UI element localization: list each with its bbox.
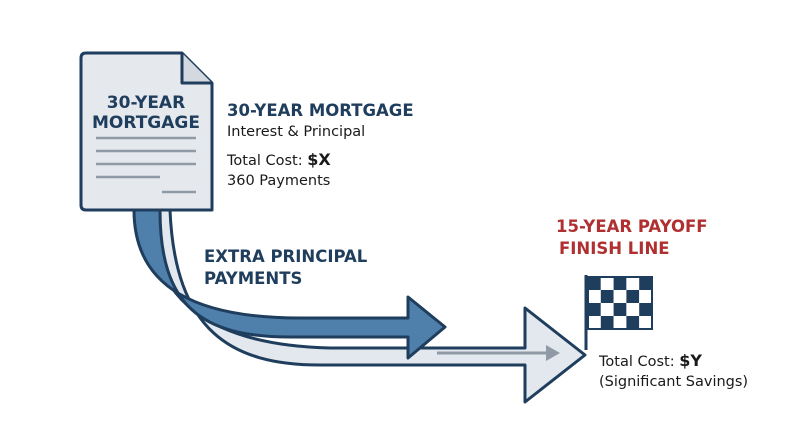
fifteen-year-cost-label: Total Cost: — [599, 354, 680, 370]
fifteen-year-line1: 15-YEAR PAYOFF — [556, 217, 708, 236]
extra-payments-label: EXTRA PRINCIPAL PAYMENTS — [204, 246, 367, 290]
flag-square — [639, 290, 652, 303]
flag-square — [600, 303, 614, 316]
flag-square — [600, 277, 614, 290]
document-title: 30-YEAR MORTGAGE — [86, 93, 206, 133]
fifteen-year-label: 15-YEAR PAYOFF FINISH LINE — [556, 216, 708, 260]
thirty-year-cost-value: $X — [307, 150, 331, 169]
flag-square — [600, 316, 614, 329]
thirty-year-cost-label: Total Cost: — [227, 153, 308, 169]
document-icon — [79, 51, 214, 212]
flag-square — [639, 303, 652, 316]
flag-square — [639, 277, 652, 290]
extra-payments-line2: PAYMENTS — [204, 269, 303, 288]
flag-square — [613, 290, 627, 303]
flag-square — [588, 316, 601, 329]
document-title-line2: MORTGAGE — [92, 113, 200, 133]
flag-square — [613, 303, 627, 316]
inner-arrow-head — [546, 345, 560, 361]
flag-square — [600, 290, 614, 303]
flag-square — [613, 277, 627, 290]
flag-square — [639, 316, 652, 329]
thirty-year-payments: 360 Payments — [227, 173, 331, 189]
flag-square — [626, 277, 640, 290]
flag-square — [626, 290, 640, 303]
flag-square — [588, 277, 601, 290]
thirty-year-subheading: Interest & Principal — [227, 124, 366, 140]
extra-payments-line1: EXTRA PRINCIPAL — [204, 247, 368, 266]
fifteen-year-savings: (Significant Savings) — [599, 374, 749, 390]
fifteen-year-cost: Total Cost: $Y — [599, 351, 702, 370]
fifteen-year-cost-value: $Y — [679, 351, 702, 370]
fifteen-year-line2: FINISH LINE — [559, 239, 670, 258]
thirty-year-heading: 30-YEAR MORTGAGE — [227, 101, 414, 120]
thirty-year-path-arrow — [148, 208, 587, 404]
flag-square — [626, 316, 640, 329]
flag-square — [613, 316, 627, 329]
flag-square — [588, 290, 601, 303]
thirty-year-cost: Total Cost: $X — [227, 150, 331, 169]
flag-square — [588, 303, 601, 316]
document-title-line1: 30-YEAR — [106, 93, 186, 113]
flag-square — [626, 303, 640, 316]
checkered-flag-icon — [584, 275, 653, 350]
extra-payments-arrow — [132, 208, 447, 360]
